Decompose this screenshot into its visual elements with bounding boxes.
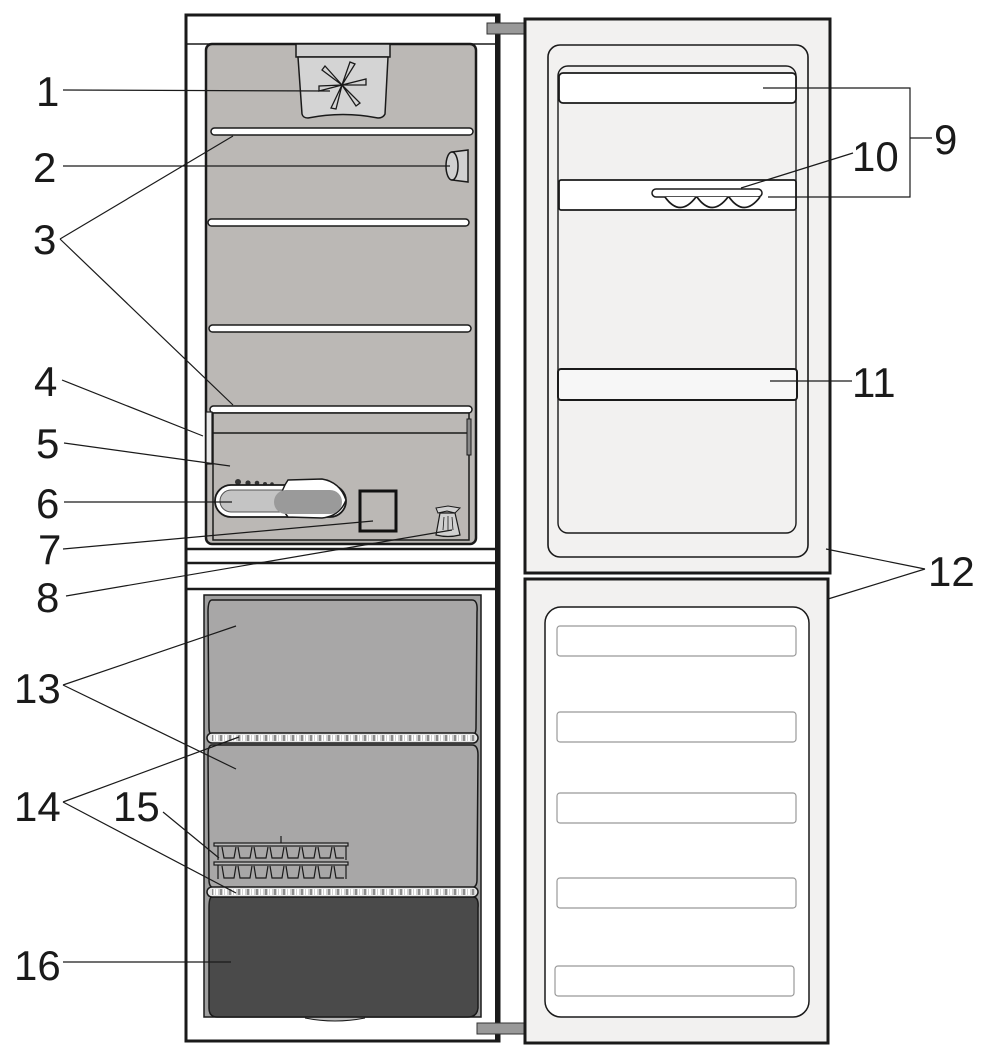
bottle-shelf bbox=[557, 368, 798, 401]
freezer-door-recess bbox=[556, 792, 797, 824]
label-14: 14 bbox=[14, 783, 61, 830]
freezer-door bbox=[523, 577, 830, 1045]
crisper-drawer bbox=[205, 411, 472, 541]
glass-shelf bbox=[207, 218, 470, 227]
ice-tray-icon bbox=[213, 836, 349, 879]
glass-shelf bbox=[208, 324, 472, 333]
freezer-compartment bbox=[203, 594, 482, 1022]
humidity-slider bbox=[214, 478, 347, 519]
label-15: 15 bbox=[113, 783, 160, 830]
freezer-bottom-drawer bbox=[208, 896, 479, 1018]
odour-filter-icon bbox=[435, 505, 462, 538]
freezer-door-recess bbox=[556, 877, 797, 909]
label-7: 7 bbox=[38, 526, 61, 573]
freezer-door-recess bbox=[556, 711, 797, 743]
door-balcony bbox=[558, 72, 797, 104]
label-11: 11 bbox=[852, 359, 896, 406]
glass-shelf bbox=[209, 405, 473, 414]
freezer-door-recess bbox=[556, 625, 797, 657]
fridge-compartment bbox=[204, 42, 478, 546]
crisper-rail bbox=[205, 411, 213, 465]
freezer-glass-shelf bbox=[206, 886, 479, 898]
label-1: 1 bbox=[36, 68, 59, 115]
part-labels: 1 2 3 4 5 6 7 8 9 10 11 12 13 14 15 16 bbox=[14, 68, 975, 989]
freezer-drawer bbox=[207, 744, 479, 889]
label-6: 6 bbox=[36, 480, 59, 527]
label-16: 16 bbox=[14, 942, 61, 989]
fan-icon bbox=[295, 43, 391, 119]
fridge-door bbox=[523, 17, 832, 575]
label-10: 10 bbox=[852, 133, 899, 180]
freezer-drawer bbox=[207, 599, 478, 737]
freezer-glass-shelf bbox=[206, 732, 479, 744]
label-2: 2 bbox=[33, 144, 56, 191]
glass-shelf bbox=[210, 127, 474, 136]
temperature-indicator bbox=[358, 489, 398, 533]
label-8: 8 bbox=[36, 574, 59, 621]
freezer-door-recess bbox=[554, 965, 795, 997]
label-4: 4 bbox=[34, 358, 57, 405]
label-3: 3 bbox=[33, 216, 56, 263]
label-13: 13 bbox=[14, 665, 61, 712]
leader-lines bbox=[59, 87, 932, 963]
label-12: 12 bbox=[928, 548, 975, 595]
label-5: 5 bbox=[36, 420, 59, 467]
crisper-rail bbox=[466, 418, 472, 456]
egg-holder-icon bbox=[651, 188, 763, 209]
label-9: 9 bbox=[934, 116, 957, 163]
